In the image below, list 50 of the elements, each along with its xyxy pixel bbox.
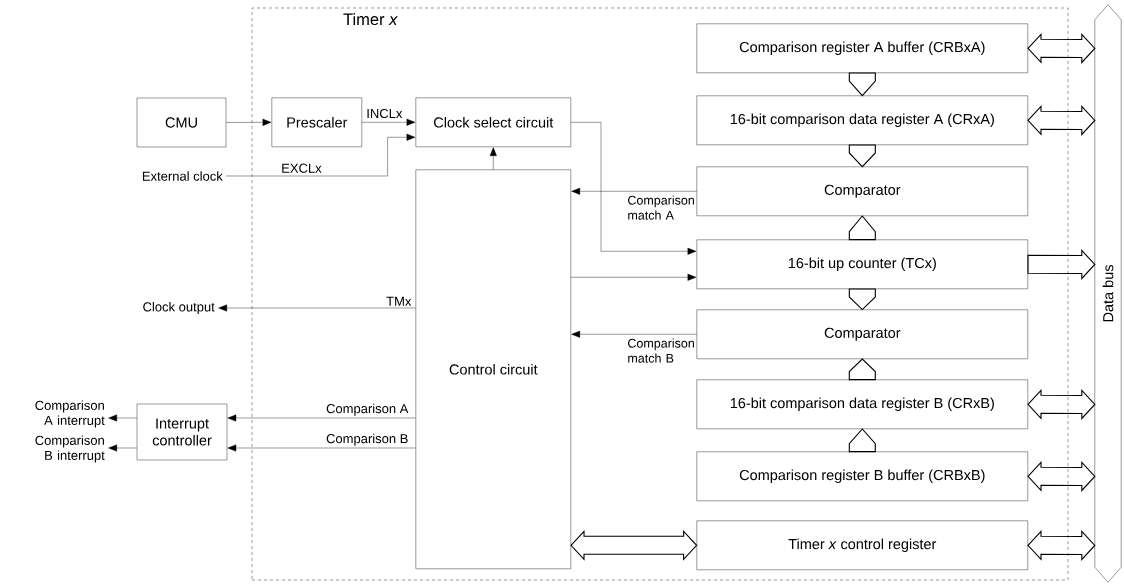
arrow xyxy=(108,444,137,452)
arrow xyxy=(226,118,272,126)
block-box: Prescaler xyxy=(271,97,362,147)
edge-label: Comparison B xyxy=(326,433,408,446)
arrow xyxy=(227,414,416,422)
signal-label: Comparison A interrupt xyxy=(35,400,105,428)
bus-arrow xyxy=(848,215,876,241)
bus-arrow xyxy=(1027,32,1096,64)
block-box: Control circuit xyxy=(415,169,571,569)
register-box: Comparison register A buffer (CRBxA) xyxy=(696,23,1028,73)
bus-arrow xyxy=(848,144,876,168)
edge-label: EXCLx xyxy=(282,163,322,173)
edge-label: Comparison match A xyxy=(628,195,694,220)
arrow xyxy=(570,122,697,255)
bus-arrow xyxy=(848,358,876,381)
arrow xyxy=(570,273,697,281)
signal-label: Clock output xyxy=(143,301,215,315)
register-box: Timer x control register xyxy=(696,520,1028,570)
edge-label: TMx xyxy=(386,296,412,306)
counter-box: 16-bit up counter (TCx) xyxy=(696,239,1028,289)
bus-arrow xyxy=(1027,104,1096,136)
block-box: CMU xyxy=(136,97,227,148)
bus-arrow xyxy=(1027,388,1096,420)
signal-label: Comparison B interrupt xyxy=(35,435,105,463)
bus-arrow xyxy=(1027,529,1096,561)
edge-label: Comparison A xyxy=(326,403,409,416)
bus-arrow xyxy=(848,428,876,453)
arrow xyxy=(227,444,416,452)
arrow xyxy=(218,304,416,312)
signal-label: External clock xyxy=(142,171,223,181)
bus-arrow xyxy=(1027,249,1096,280)
comparator-box: Comparator xyxy=(696,309,1028,359)
block-box: Interrupt controller xyxy=(136,403,228,461)
arrow xyxy=(571,187,697,195)
arrow xyxy=(361,118,416,126)
arrow xyxy=(489,147,497,170)
edge-label: Comparison match B xyxy=(628,338,694,363)
register-box: 16-bit comparison data register A (CRxA) xyxy=(696,95,1028,145)
register-box: 16-bit comparison data register B (CRxB) xyxy=(696,379,1028,429)
arrow xyxy=(108,414,137,422)
comparator-box: Comparator xyxy=(696,166,1028,216)
bus-arrow xyxy=(848,72,876,97)
register-box: Comparison register B buffer (CRBxB) xyxy=(696,451,1028,501)
bus-arrow xyxy=(570,529,698,561)
block-box: Clock select circuit xyxy=(415,97,571,147)
arrow xyxy=(571,330,697,338)
bus-arrow xyxy=(1027,460,1096,492)
bus-arrow xyxy=(848,288,876,311)
edge-label: INCLx xyxy=(367,108,403,119)
arrow xyxy=(225,133,416,177)
